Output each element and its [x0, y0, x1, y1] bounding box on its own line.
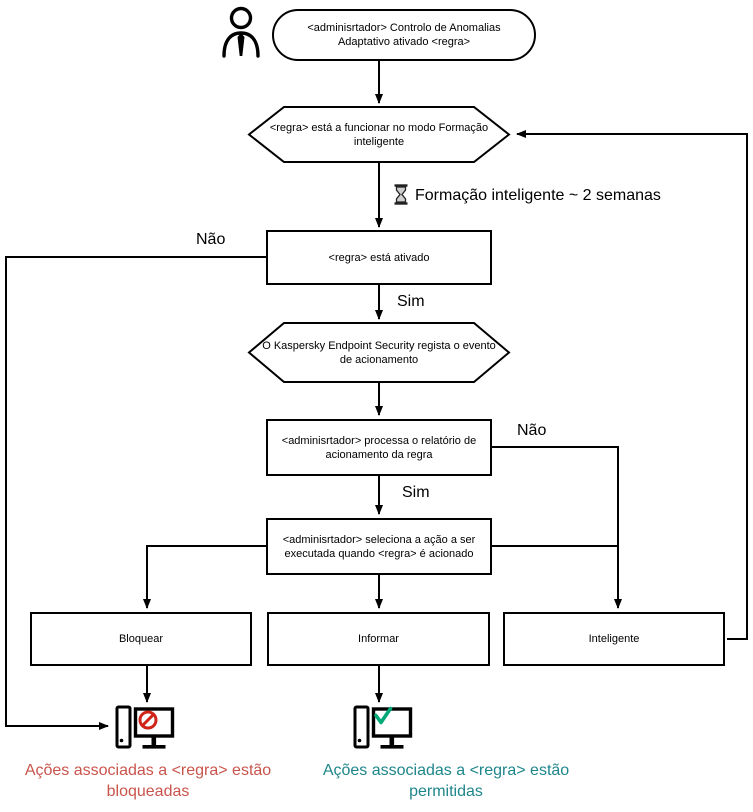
allowed-caption-line2: permitidas	[409, 783, 483, 800]
node-admin-selects-action: <adminisrtador> seleciona a ação a ser e…	[266, 518, 492, 575]
node-admin-processes-report-line1: <adminisrtador> processa o relatório de	[281, 434, 477, 447]
node-smart-training-line1: <regra> está a funcionar no modo Formaçã…	[269, 121, 489, 134]
node-action-block: Bloquear	[30, 612, 252, 666]
edge-label-nao-right: Não	[517, 422, 547, 439]
blocked-computer-icon	[115, 705, 177, 751]
node-start-adaptive-anomaly-control: <adminisrtador> Controlo de Anomalias Ad…	[272, 9, 536, 61]
node-start-line2: Adaptativo ativado <regra>	[337, 36, 471, 48]
node-admin-processes-report-line2: acionamento da regra	[325, 448, 433, 461]
node-action-inform: Informar	[267, 612, 490, 666]
node-smart-training-mode: <regra> está a funcionar no modo Formaçã…	[251, 107, 507, 162]
allowed-computer-icon	[353, 705, 415, 751]
edge-label-nao-left: Não	[196, 231, 226, 248]
edge-label-sim-2: Sim	[402, 484, 430, 501]
node-kes-logs-event: O Kaspersky Endpoint Security regista o …	[251, 323, 507, 382]
training-duration-label: Formação inteligente ~ 2 semanas	[415, 187, 661, 204]
blocked-caption: Ações associadas a <regra> estão bloquea…	[8, 760, 288, 802]
hourglass-icon	[394, 184, 408, 205]
node-admin-selects-action-line1: <adminisrtador> seleciona a ação a ser	[282, 533, 476, 546]
allowed-caption: Ações associadas a <regra> estão permiti…	[320, 760, 572, 802]
node-action-smart-label: Inteligente	[588, 633, 640, 645]
node-admin-processes-report: <adminisrtador> processa o relatório de …	[266, 419, 492, 476]
node-start-line1: <adminisrtador> Controlo de Anomalias	[307, 22, 501, 34]
node-kes-logs-event-line2: de acionamento	[339, 353, 419, 366]
blocked-caption-line1: Ações associadas a <regra> estão	[24, 762, 272, 779]
allowed-caption-line1: Ações associadas a <regra> estão	[322, 762, 570, 779]
node-action-inform-label: Informar	[358, 633, 399, 645]
node-kes-logs-event-line1: O Kaspersky Endpoint Security regista o …	[262, 339, 496, 352]
node-action-smart: Inteligente	[503, 612, 725, 666]
node-smart-training-line2: inteligente	[353, 135, 405, 148]
node-rule-is-active-text: <regra> está ativado	[328, 251, 430, 264]
node-action-block-label: Bloquear	[118, 633, 164, 645]
node-admin-selects-action-line2: executada quando <regra> é acionado	[284, 547, 474, 560]
blocked-caption-line2: bloqueadas	[106, 783, 190, 800]
node-rule-is-active: <regra> está ativado	[266, 230, 492, 285]
edge-label-sim-1: Sim	[397, 293, 425, 310]
administrator-icon	[221, 6, 261, 58]
